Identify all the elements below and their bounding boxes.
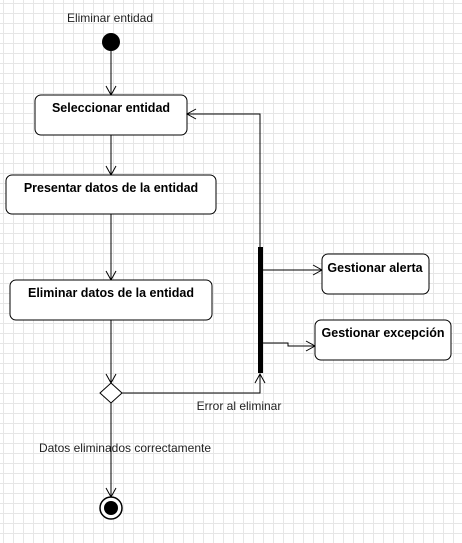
error-edge-label: Error al eliminar (197, 399, 282, 413)
action-delete-data-label: Eliminar datos de la entidad (28, 286, 194, 300)
action-handle-exception: Gestionar excepción (314, 319, 452, 361)
edge-decision-to-fork (122, 372, 266, 394)
start-label: Eliminar entidad (67, 11, 153, 25)
edge-initial-to-select (105, 51, 117, 97)
edge-present-to-delete (105, 214, 117, 282)
edge-fork-to-exception (263, 340, 317, 352)
success-edge-label: Datos eliminados correctamente (39, 441, 211, 455)
final-node (99, 496, 123, 520)
action-select-entity-label: Seleccionar entidad (52, 101, 170, 115)
edge-fork-to-select (185, 108, 261, 247)
action-select-entity: Seleccionar entidad (34, 94, 188, 136)
action-present-data: Presentar datos de la entidad (5, 174, 217, 215)
action-delete-data: Eliminar datos de la entidad (9, 279, 213, 321)
edge-select-to-present (105, 135, 117, 177)
action-handle-alert-label: Gestionar alerta (327, 261, 423, 275)
decision-node (99, 382, 123, 404)
action-present-data-label: Presentar datos de la entidad (24, 181, 198, 195)
fork-bar (258, 247, 263, 373)
action-handle-exception-label: Gestionar excepción (322, 326, 445, 340)
action-handle-alert: Gestionar alerta (321, 253, 430, 295)
edge-fork-to-alert (263, 264, 324, 276)
initial-node (102, 33, 120, 51)
edge-delete-to-decision (105, 320, 117, 385)
